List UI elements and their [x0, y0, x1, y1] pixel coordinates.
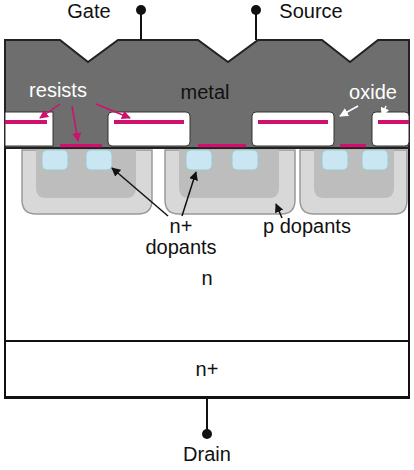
p-dopants-label: p dopants: [262, 216, 352, 237]
metal-label: metal: [168, 82, 242, 103]
region-label: n: [201, 267, 212, 289]
resists-label: resists: [16, 80, 100, 101]
n-plus-dopants-label: n+ dopants: [136, 216, 226, 258]
gate-terminal-label: Gate: [44, 1, 134, 22]
oxide-label: oxide: [338, 82, 408, 103]
region-label: n+: [196, 358, 219, 380]
source-terminal-label: Source: [263, 1, 359, 22]
drain-terminal-label: Drain: [172, 444, 242, 465]
n-plus-substrate: n+: [5, 340, 409, 398]
